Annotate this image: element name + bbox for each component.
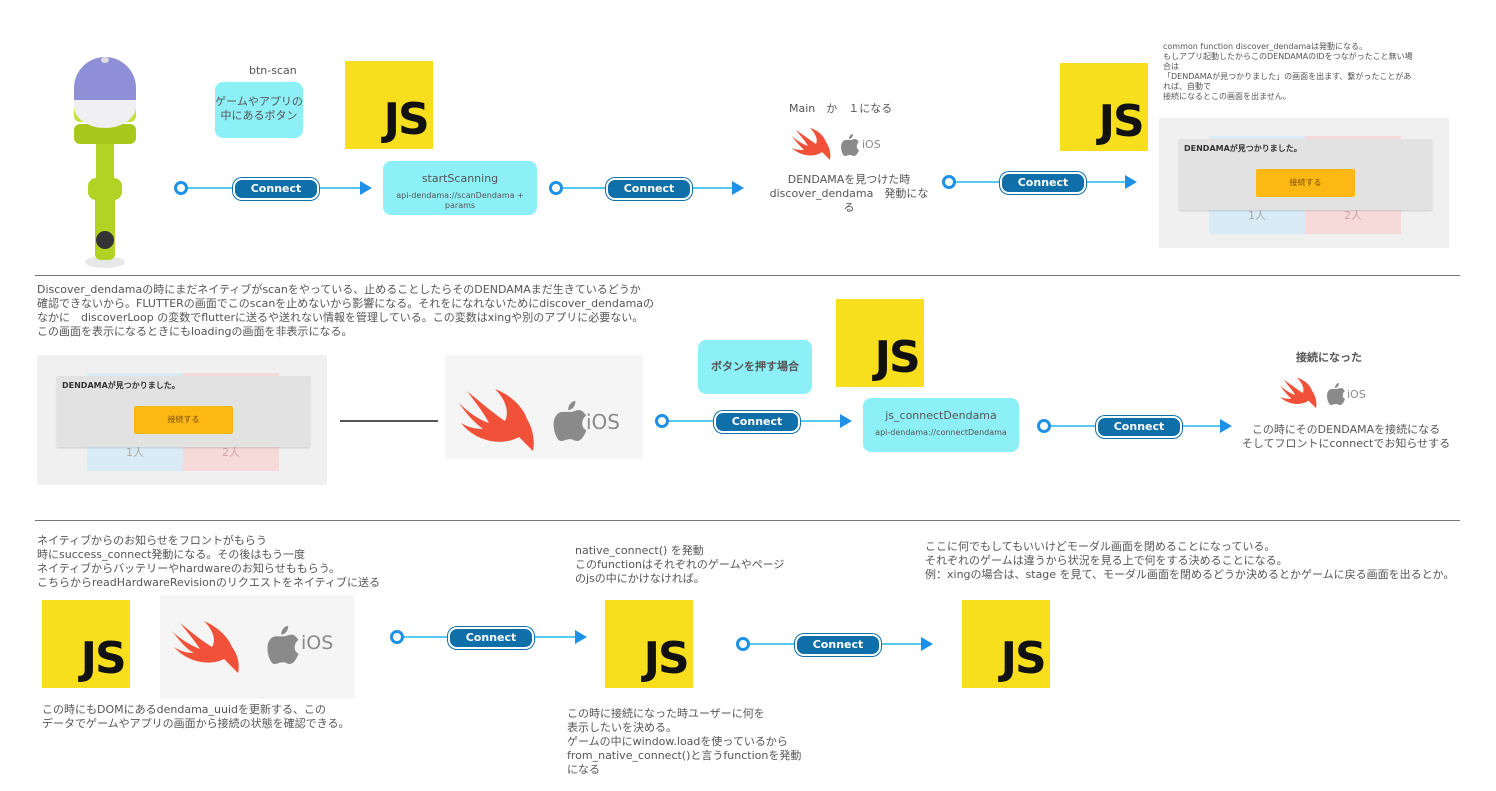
modal-title: DENDAMAが見つかりました。 [1184, 144, 1302, 153]
connect-badge: Connect [1000, 172, 1086, 194]
js-connect-subtitle: api-dendama://connectDendama [875, 428, 1007, 437]
notice-text: ネイティブからのお知らせをフロントがもらう 時にsuccess_connect発… [37, 534, 380, 589]
swift-ios-panel [445, 355, 643, 459]
swift-ios-panel [160, 595, 354, 699]
found-text: DENDAMAを見つけた時 discover_dendama 発動になる [769, 173, 929, 214]
connector-start-dot [655, 414, 669, 428]
found-modal-screenshot: 1人 2人 DENDAMAが見つかりました。 接続する [1159, 118, 1449, 248]
found-modal-screenshot: 1人 2人 DENDAMAが見つかりました。 接続する [37, 355, 327, 485]
connector-arrow-icon [360, 181, 372, 195]
apple-icon [267, 626, 299, 664]
apple-icon [553, 401, 587, 441]
ios-label: iOS [586, 410, 620, 434]
ios-label: iOS [301, 632, 334, 654]
connected-text: この時にそのDENDAMAを接続になる そしてフロントにconnectでお知らせ… [1241, 423, 1451, 450]
ios-label: iOS [862, 138, 881, 151]
game-button-box: ゲームやアプリの 中にあるボタン [215, 82, 303, 138]
connector-arrow-icon [1125, 175, 1137, 189]
swift-icon [1278, 377, 1318, 411]
flow-line [340, 420, 438, 422]
game-button-text: ゲームやアプリの 中にあるボタン [215, 95, 303, 122]
main-text: Main か １になる [789, 102, 893, 115]
connector-start-dot [942, 175, 956, 189]
connector-arrow-icon [1220, 419, 1232, 433]
btn-scan-label: btn-scan [249, 64, 297, 77]
modal-card: DENDAMAが見つかりました。 接続する [1179, 139, 1432, 210]
row-divider [35, 275, 1460, 276]
js-logo: JS [345, 61, 433, 149]
connector-start-dot [390, 630, 404, 644]
discover-description: Discover_dendamaの時にまだネイティブがscanをやっている、止め… [37, 283, 655, 338]
swift-icon [790, 128, 832, 162]
modal-close-text: ここに何でもしてもいいけどモーダル画面を閉めることになっている。 それぞれのゲー… [925, 540, 1455, 581]
connect-modal-button[interactable]: 接続する [1256, 169, 1355, 197]
press-button-text: ボタンを押す場合 [711, 360, 799, 373]
kendama-image [60, 40, 150, 272]
dom-update-text: この時にもDOMにあるdendama_uuidを更新する、この データでゲームや… [42, 703, 350, 730]
connect-badge: Connect [714, 411, 800, 433]
connector-start-dot [549, 181, 563, 195]
start-scanning-subtitle: api-dendama://scanDendama + params [396, 191, 524, 210]
connector-arrow-icon [732, 181, 744, 195]
connector-start-dot [1037, 419, 1051, 433]
connect-badge: Connect [448, 627, 534, 649]
row-divider [35, 520, 1460, 521]
js-connect-title: js_connectDendama [885, 409, 997, 422]
connect-badge: Connect [795, 634, 881, 656]
connect-badge: Connect [606, 178, 692, 200]
ios-label: iOS [1347, 388, 1366, 401]
js-logo: JS [836, 299, 924, 387]
connector-arrow-icon [575, 630, 587, 644]
js-logo: JS [605, 600, 693, 688]
press-button-box: ボタンを押す場合 [698, 340, 812, 394]
connector-arrow-icon [921, 637, 933, 651]
js-logo: JS [42, 600, 130, 688]
start-scanning-title: startScanning [421, 172, 499, 185]
connected-title: 接続になった [1296, 351, 1362, 364]
js-logo: JS [1060, 63, 1148, 151]
connect-badge: Connect [233, 178, 319, 200]
connect-modal-button[interactable]: 接続する [134, 406, 233, 434]
apple-icon [1327, 383, 1345, 405]
start-scanning-box: startScanning api-dendama://scanDendama … [383, 161, 537, 215]
user-display-text: この時に接続になった時ユーザーに何を 表示したいを決める。 ゲームの中にwind… [567, 707, 802, 776]
native-connect-text: native_connect() を発動 このfunctionはそれぞれのゲーム… [575, 544, 785, 585]
connector-arrow-icon [840, 414, 852, 428]
apple-icon [841, 134, 859, 156]
js-logo: JS [962, 600, 1050, 688]
modal-title: DENDAMAが見つかりました。 [62, 381, 180, 390]
connect-badge: Connect [1096, 416, 1182, 438]
modal-card: DENDAMAが見つかりました。 接続する [57, 376, 310, 447]
js-connect-box: js_connectDendama api-dendama://connectD… [863, 398, 1019, 452]
common-function-text: common function discover_dendamaは発動になる。 … [1163, 42, 1413, 101]
connector-start-dot [736, 637, 750, 651]
connector-start-dot [174, 181, 188, 195]
